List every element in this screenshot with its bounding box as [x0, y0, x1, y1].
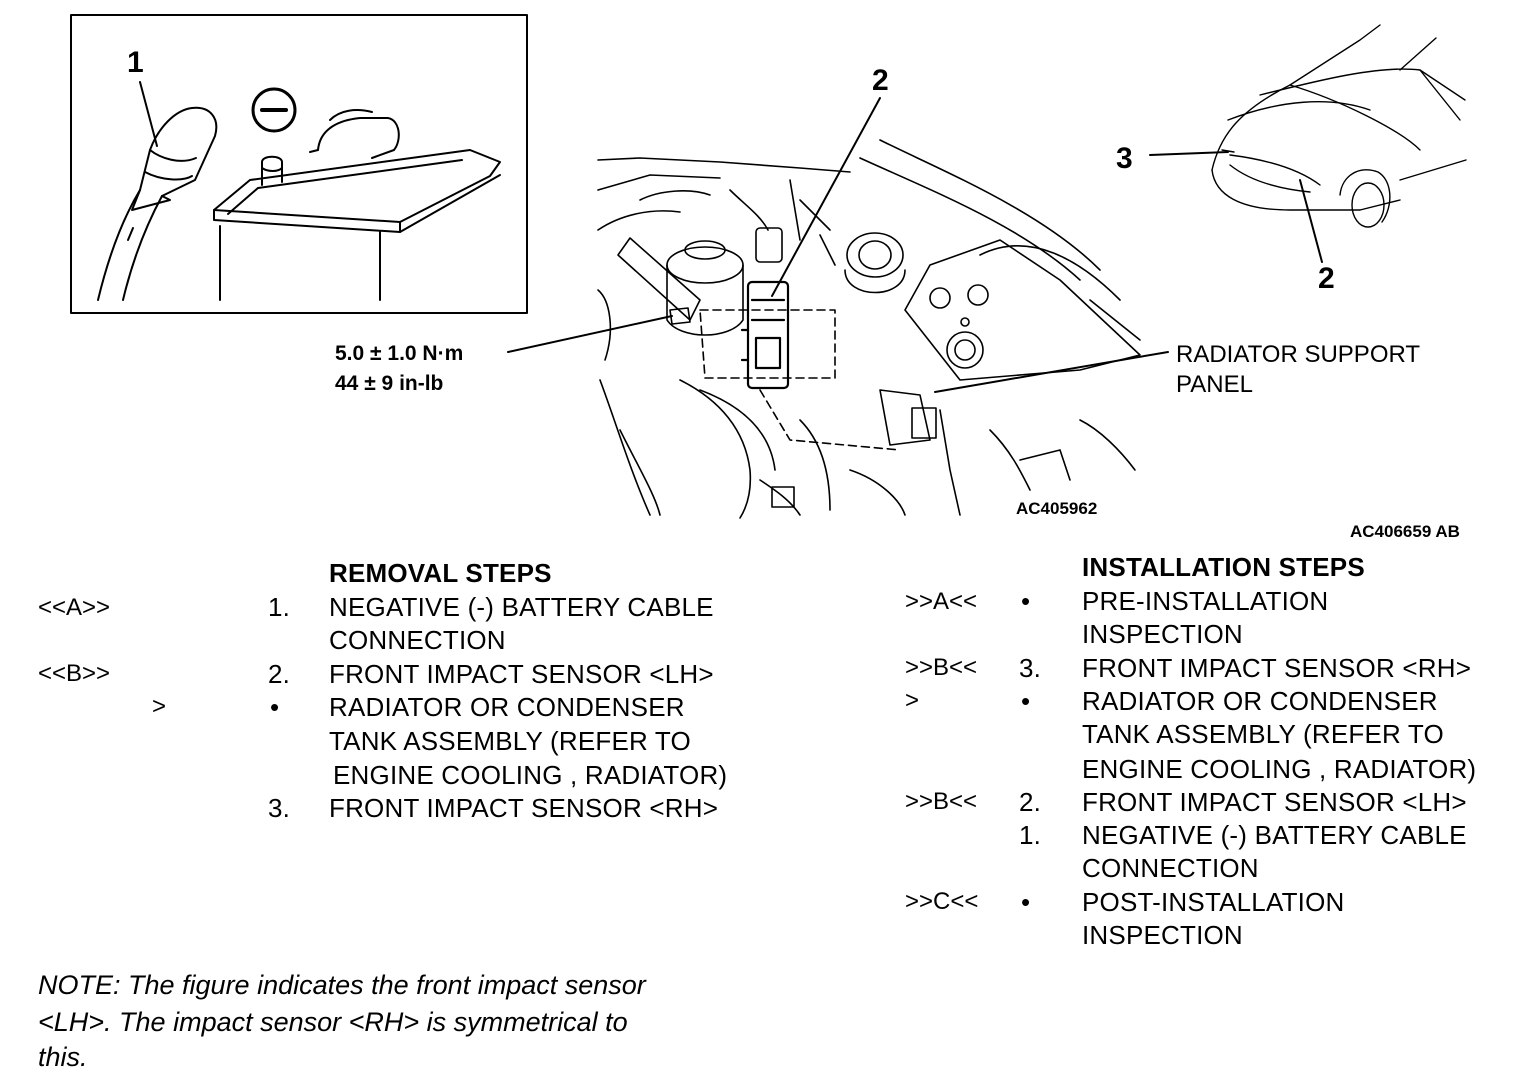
- install-ref-3: >: [905, 687, 920, 714]
- negative-symbol-circle: [251, 87, 297, 133]
- removal-ref-1: <<A>>: [38, 594, 111, 621]
- leader-torque: [507, 315, 673, 353]
- install-step-3-line-3: ENGINE COOLING , RADIATOR): [1082, 754, 1477, 784]
- note-line-3: this.: [38, 1042, 88, 1072]
- removal-num-1: 1.: [268, 592, 291, 622]
- leader-callout-1: [139, 81, 158, 147]
- radiator-support-label-1: RADIATOR SUPPORT: [1176, 341, 1421, 368]
- torque-nm: 5.0 ± 1.0 N·m: [335, 342, 464, 365]
- removal-step-4: FRONT IMPACT SENSOR <RH>: [329, 793, 719, 823]
- battery-cable-drawing: [97, 106, 218, 301]
- leader-callout-2: [771, 97, 881, 297]
- leader-callout-3: [1149, 151, 1229, 156]
- battery-inset-frame: [70, 14, 528, 314]
- callout-1: 1: [127, 46, 144, 79]
- engine-bay-drawing: [597, 139, 1141, 519]
- removal-num-4: 3.: [268, 793, 291, 823]
- removal-num-2: 2.: [268, 659, 291, 689]
- leader-radiator-support: [934, 351, 1169, 393]
- install-step-1-line-2: INSPECTION: [1082, 619, 1243, 649]
- removal-heading: REMOVAL STEPS: [329, 558, 552, 588]
- install-num-2: 3.: [1019, 653, 1042, 683]
- install-num-4: 2.: [1019, 787, 1042, 817]
- removal-step-2: FRONT IMPACT SENSOR <LH>: [329, 659, 714, 689]
- install-ref-2: >>B<<: [905, 654, 978, 681]
- removal-ref-2: <<B>>: [38, 660, 111, 687]
- note-line-2: <LH>. The impact sensor <RH> is symmetri…: [38, 1007, 628, 1037]
- install-ref-6: >>C<<: [905, 888, 979, 915]
- leader-car-callout-2: [1299, 179, 1323, 263]
- install-ref-1: >>A<<: [905, 588, 978, 615]
- removal-step-3-line-3: ENGINE COOLING , RADIATOR): [333, 760, 728, 790]
- car-callout-3: 3: [1116, 142, 1133, 175]
- battery-drawing: [213, 109, 501, 301]
- car-callout-2: 2: [1318, 262, 1335, 295]
- callout-2: 2: [872, 64, 889, 97]
- install-bullet-1: •: [1021, 586, 1031, 616]
- install-step-5-line-2: CONNECTION: [1082, 853, 1259, 883]
- inner-figure-code: AC405962: [1016, 499, 1098, 518]
- negative-symbol: −: [265, 92, 266, 93]
- install-step-3-line-2: TANK ASSEMBLY (REFER TO: [1082, 719, 1444, 749]
- car-drawing: [1211, 24, 1467, 228]
- install-step-3-line-1: RADIATOR OR CONDENSER: [1082, 686, 1438, 716]
- install-num-5: 1.: [1019, 820, 1042, 850]
- install-step-1-line-1: PRE-INSTALLATION: [1082, 586, 1329, 616]
- install-step-2: FRONT IMPACT SENSOR <RH>: [1082, 653, 1472, 683]
- note-line-1: NOTE: The figure indicates the front imp…: [38, 970, 646, 1000]
- removal-ref-3: >: [152, 693, 167, 720]
- install-bullet-6: •: [1021, 887, 1031, 917]
- install-ref-4: >>B<<: [905, 788, 978, 815]
- torque-inlb: 44 ± 9 in-lb: [335, 372, 444, 395]
- install-step-6-line-2: INSPECTION: [1082, 920, 1243, 950]
- install-step-4: FRONT IMPACT SENSOR <LH>: [1082, 787, 1467, 817]
- removal-step-1-line-1: NEGATIVE (-) BATTERY CABLE: [329, 592, 714, 622]
- front-impact-sensor-drawing: [740, 280, 790, 390]
- removal-step-1-line-2: CONNECTION: [329, 625, 506, 655]
- removal-bullet-3: •: [270, 692, 280, 722]
- radiator-support-label-2: PANEL: [1176, 371, 1253, 398]
- outer-figure-code: AC406659 AB: [1350, 522, 1460, 541]
- install-bullet-3: •: [1021, 686, 1031, 716]
- removal-step-3-line-1: RADIATOR OR CONDENSER: [329, 692, 685, 722]
- install-step-6-line-1: POST-INSTALLATION: [1082, 887, 1345, 917]
- install-step-5-line-1: NEGATIVE (-) BATTERY CABLE: [1082, 820, 1467, 850]
- installation-heading: INSTALLATION STEPS: [1082, 552, 1365, 582]
- removal-step-3-line-2: TANK ASSEMBLY (REFER TO: [329, 726, 691, 756]
